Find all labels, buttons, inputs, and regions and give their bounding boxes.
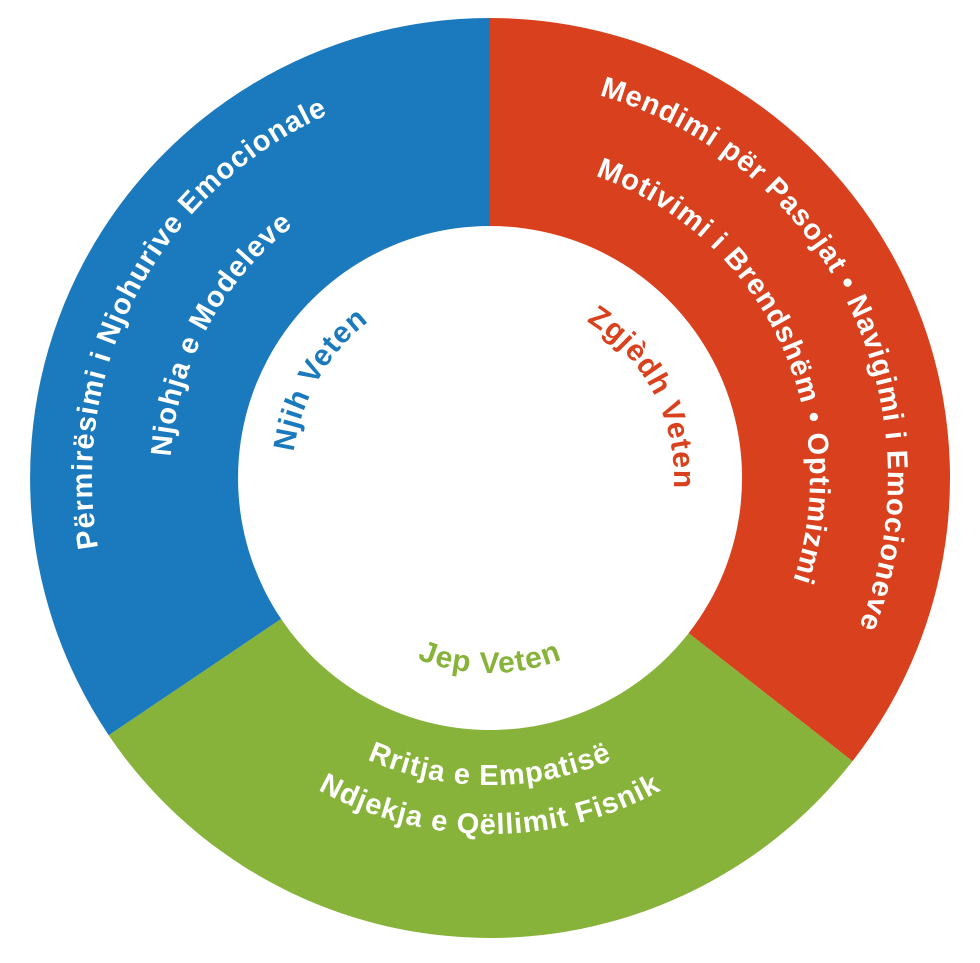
segment-give-yourself: [108, 618, 853, 938]
choose-center-label: Zgjèdh Veten: [582, 300, 700, 490]
give-center-label-text: Jep Veten: [415, 635, 564, 680]
segment-choose-yourself: [490, 18, 951, 762]
choose-center-label-text: Zgjèdh Veten: [582, 300, 699, 490]
segment-know-yourself: [30, 18, 491, 736]
give-center-label: Jep Veten: [415, 635, 565, 680]
